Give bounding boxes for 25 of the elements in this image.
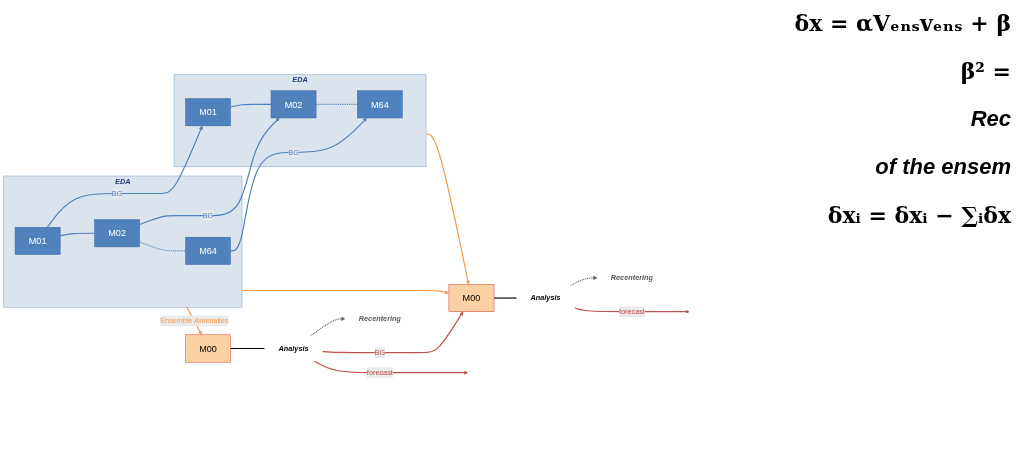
- connector: [59, 232, 96, 237]
- arrow: [241, 290, 450, 295]
- node-box: M02: [94, 219, 140, 248]
- connector: [230, 103, 272, 108]
- formula-text: δxᵢ = δxᵢ − ∑ᵢδx: [827, 202, 1011, 228]
- arrow: [139, 117, 280, 226]
- node-box: M64: [185, 237, 231, 265]
- heading-text: Rec: [970, 106, 1011, 132]
- node-box: M01: [14, 227, 61, 255]
- node-box: M01: [185, 98, 231, 127]
- node-box: M02: [270, 90, 317, 119]
- arrow: [46, 125, 203, 228]
- node-box: M64: [357, 90, 403, 119]
- connector: [139, 241, 186, 252]
- node-box: M00: [448, 284, 495, 313]
- connector: [315, 103, 358, 105]
- arrow: [230, 117, 367, 252]
- connector: [230, 348, 266, 350]
- arrow: [309, 316, 346, 337]
- arrow: [425, 133, 470, 285]
- formula-text: β² =: [960, 58, 1011, 84]
- heading-text: of the ensem: [875, 154, 1011, 180]
- arrow: [321, 311, 464, 354]
- node-box: M00: [185, 334, 231, 363]
- formula-text: δx = αVₑₙₛvₑₙₛ + β: [794, 10, 1011, 36]
